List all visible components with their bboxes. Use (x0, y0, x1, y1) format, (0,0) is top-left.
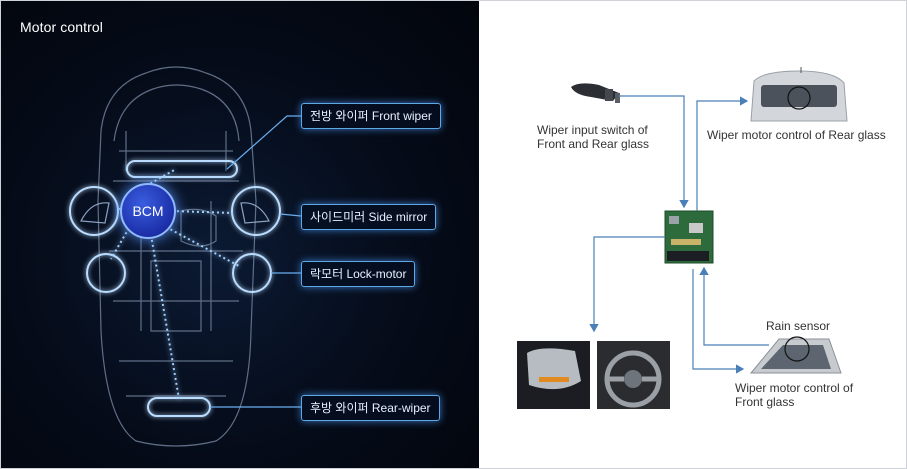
text-front-glass-2: Front glass (735, 395, 795, 409)
label-lock-motor: 락모터 Lock-motor (301, 261, 416, 287)
text-front-glass-1: Wiper motor control of (735, 381, 854, 395)
side-mirror-image (517, 341, 590, 409)
right-mirror-glow (231, 186, 281, 236)
label-rear-wiper: 후방 와이퍼 Rear-wiper (301, 395, 440, 421)
text-wiper-switch-2: Front and Rear glass (537, 137, 650, 151)
right-lock-glow (232, 253, 272, 293)
control-module-image (664, 210, 714, 264)
wiper-system-diagram (517, 67, 848, 409)
text-wiper-switch-1: Wiper input switch of (537, 123, 648, 137)
bcm-node: BCM (120, 183, 176, 239)
rear-glass-car-image (750, 67, 848, 122)
wiper-system-panel: Wiper input switch of Front and Rear gla… (479, 1, 906, 468)
left-mirror-glow (69, 186, 119, 236)
car-outline-diagram (69, 66, 302, 447)
component-glows (69, 160, 281, 417)
label-leaders (210, 115, 302, 408)
rear-wiper-glow (147, 397, 211, 417)
label-side-mirror: 사이드미러 Side mirror (301, 204, 437, 230)
label-front-wiper: 전방 와이퍼 Front wiper (301, 103, 441, 129)
front-wiper-glow (126, 160, 238, 178)
front-glass-car-image (749, 336, 842, 374)
text-rain-sensor: Rain sensor (766, 319, 831, 333)
steering-wheel-image (597, 341, 670, 409)
signal-arrows (589, 95, 769, 374)
left-lock-glow (86, 253, 126, 293)
car-body (97, 66, 257, 447)
panel-title: Motor control (20, 19, 103, 35)
text-rear-glass: Wiper motor control of Rear glass (707, 128, 886, 142)
motor-control-panel: Motor control (1, 1, 479, 468)
wiper-switch-image (571, 83, 620, 103)
